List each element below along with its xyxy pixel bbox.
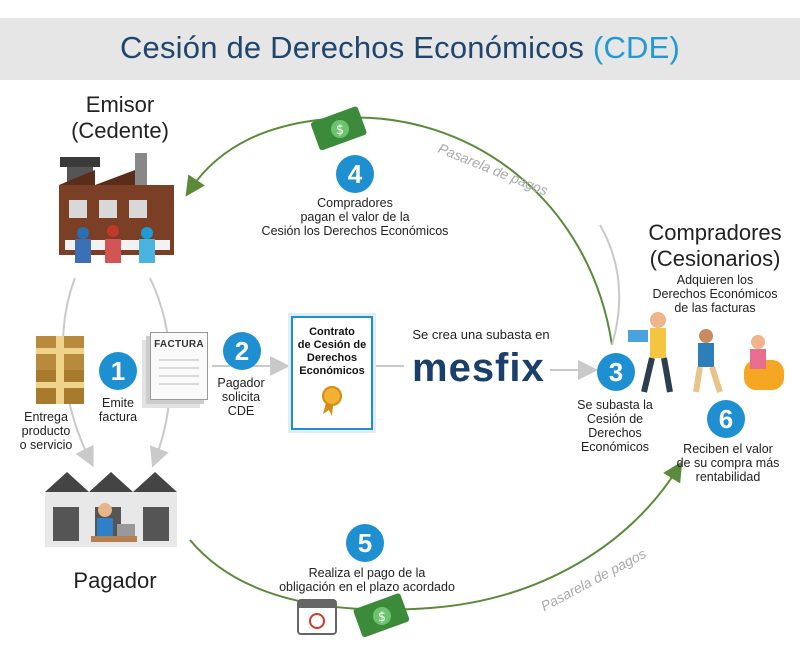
seal-icon bbox=[322, 386, 342, 416]
factura-lines bbox=[159, 359, 199, 385]
compradores-heading: Compradores (Cesionarios) bbox=[648, 220, 782, 271]
step-4-text: Compradores pagan el valor de la Cesión … bbox=[261, 196, 449, 238]
contract-document: Contrato de Cesión de Derechos Económico… bbox=[291, 316, 373, 430]
subasta-text: Se crea una subasta en bbox=[412, 327, 550, 342]
factura-document: FACTURA bbox=[150, 332, 208, 400]
money-icon-top: $ bbox=[310, 106, 367, 151]
arc-top-green bbox=[185, 116, 613, 346]
buyers-icon bbox=[628, 312, 784, 393]
calendar-icon bbox=[297, 599, 337, 635]
arc-bottom-green bbox=[189, 461, 683, 611]
entrega-text: Entrega producto o servicio bbox=[19, 410, 73, 452]
step-3-badge: 3 bbox=[597, 353, 635, 391]
warehouse-icon bbox=[45, 472, 177, 547]
title-accent: (CDE) bbox=[592, 30, 681, 65]
factory-icon bbox=[59, 153, 174, 263]
step-1-text: Emite factura bbox=[98, 396, 138, 424]
boxes-icon bbox=[36, 336, 84, 404]
step-6-text: Reciben el valor de su compra más rentab… bbox=[676, 442, 780, 484]
arc-top-gray bbox=[599, 224, 621, 346]
step-2-text: Pagador solicita CDE bbox=[217, 376, 265, 418]
svg-text:$: $ bbox=[378, 610, 386, 625]
compradores-desc: Adquieren los Derechos Económicos de las… bbox=[652, 273, 778, 315]
emisor-heading: Emisor (Cedente) bbox=[71, 92, 169, 143]
step-6-badge: 6 bbox=[707, 400, 745, 438]
step-5-text: Realiza el pago de la obligación en el p… bbox=[279, 566, 455, 594]
factura-label: FACTURA bbox=[154, 339, 204, 350]
pagador-heading: Pagador bbox=[73, 568, 157, 593]
step-5-badge: 5 bbox=[346, 524, 384, 562]
page-title: Cesión de Derechos Económicos (CDE) bbox=[0, 30, 800, 66]
step-2-badge: 2 bbox=[223, 332, 261, 370]
money-icon-bottom: $ bbox=[353, 593, 410, 638]
step-1-badge: 1 bbox=[99, 352, 137, 390]
step-4-badge: 4 bbox=[336, 155, 374, 193]
title-bar bbox=[0, 18, 800, 80]
svg-text:$: $ bbox=[336, 123, 344, 138]
mesfix-logo: mesfix bbox=[412, 346, 545, 390]
contract-text: Contrato de Cesión de Derechos Económico… bbox=[297, 326, 367, 377]
step-3-text: Se subasta la Cesión de Derechos Económi… bbox=[577, 398, 653, 454]
title-main: Cesión de Derechos Económicos bbox=[119, 30, 585, 65]
